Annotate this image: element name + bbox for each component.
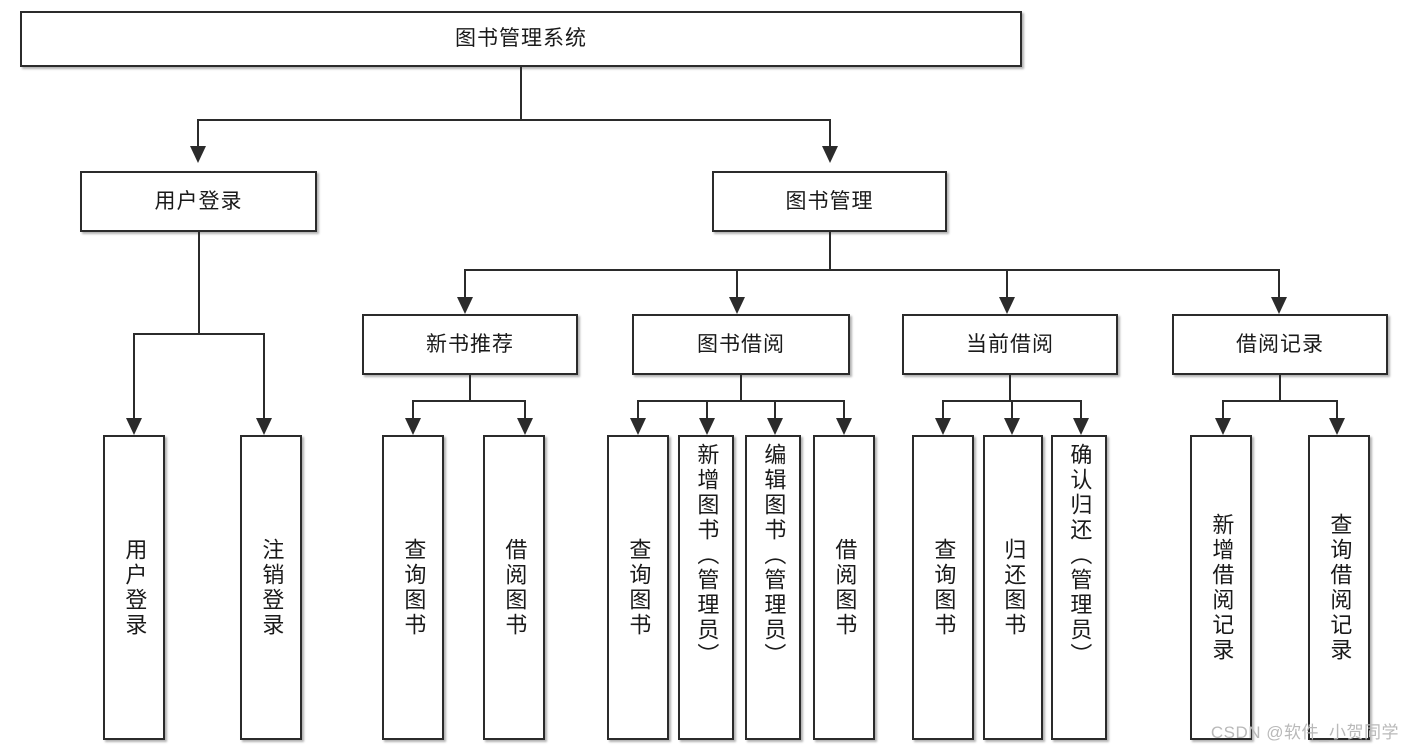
connector-record-stem [1279,375,1281,400]
leaf-query-book-current[interactable]: 查询图书 [912,435,974,740]
connector-bookmanage-bus [464,269,1280,271]
node-label: 借阅记录 [1236,332,1324,356]
connector-borrow-drop-2 [706,400,708,418]
node-book-manage[interactable]: 图书管理 [712,171,947,232]
node-user-login[interactable]: 用户登录 [80,171,317,232]
arrow-to-leaf-query-record [1329,418,1345,435]
leaf-edit-book-admin[interactable]: 编辑图书（管理员） [745,435,801,740]
connector-userlogin-drop-2 [263,333,265,418]
leaf-borrow-book[interactable]: 借阅图书 [813,435,875,740]
node-book-borrow[interactable]: 图书借阅 [632,314,850,375]
node-label: 图书管理系统 [455,27,587,51]
arrow-to-leaf-return-book [1004,418,1020,435]
connector-bookmanage-drop-1 [464,269,466,297]
node-label: 图书借阅 [697,332,785,356]
arrow-to-leaf-borrow-book-1 [517,418,533,435]
node-label: 新增借阅记录 [1209,512,1235,663]
arrow-to-leaf-logout [256,418,272,435]
node-label: 注销登录 [259,537,285,638]
arrow-to-leaf-user-login [126,418,142,435]
node-label: 查询图书 [401,537,427,638]
node-label: 用户登录 [154,189,243,213]
connector-borrow-bus [637,400,845,402]
connector-recommend-bus [412,400,526,402]
connector-borrow-stem [740,375,742,400]
arrow-to-book-manage [822,146,838,163]
connector-recommend-drop-2 [524,400,526,418]
leaf-confirm-return-admin[interactable]: 确认归还（管理员） [1051,435,1107,740]
leaf-user-login[interactable]: 用户登录 [103,435,165,740]
connector-userlogin-drop-1 [133,333,135,418]
connector-userlogin-stem [198,232,200,333]
node-label: 归还图书 [1001,537,1027,638]
connector-bookmanage-drop-3 [1006,269,1008,297]
node-label: 图书管理 [785,189,874,213]
node-label: 查询图书 [931,537,957,638]
leaf-query-borrow-record[interactable]: 查询借阅记录 [1308,435,1370,740]
leaf-add-book-admin[interactable]: 新增图书（管理员） [678,435,734,740]
connector-root-drop-left [197,119,199,146]
connector-root-stem [520,67,522,119]
node-label: 查询图书 [626,537,652,638]
leaf-query-book-recommend[interactable]: 查询图书 [382,435,444,740]
arrow-to-user-login [190,146,206,163]
connector-recommend-stem [469,375,471,400]
node-new-book-recommend[interactable]: 新书推荐 [362,314,578,375]
node-label: 编辑图书（管理员） [761,443,787,668]
connector-borrow-drop-1 [637,400,639,418]
node-label: 用户登录 [122,537,148,638]
node-label: 新书推荐 [426,332,514,356]
node-label: 查询借阅记录 [1327,512,1353,663]
connector-record-drop-1 [1222,400,1224,418]
arrow-to-leaf-add-record [1215,418,1231,435]
node-label: 当前借阅 [966,332,1054,356]
connector-borrow-drop-4 [843,400,845,418]
arrow-to-book-borrow [729,297,745,314]
arrow-to-leaf-query-book-2 [630,418,646,435]
arrow-to-leaf-query-book-3 [935,418,951,435]
connector-bookmanage-drop-4 [1278,269,1280,297]
connector-root-drop-right [829,119,831,146]
connector-record-drop-2 [1336,400,1338,418]
leaf-query-book-borrow[interactable]: 查询图书 [607,435,669,740]
node-root-system[interactable]: 图书管理系统 [20,11,1022,67]
node-label: 借阅图书 [832,537,858,638]
arrow-to-leaf-confirm-return [1073,418,1089,435]
connector-bookmanage-drop-2 [736,269,738,297]
node-borrow-record[interactable]: 借阅记录 [1172,314,1388,375]
connector-current-drop-2 [1011,400,1013,418]
leaf-borrow-book-recommend[interactable]: 借阅图书 [483,435,545,740]
node-label: 确认归还（管理员） [1067,443,1093,668]
arrow-to-leaf-borrow-book-2 [836,418,852,435]
arrow-to-new-book-recommend [457,297,473,314]
leaf-add-borrow-record[interactable]: 新增借阅记录 [1190,435,1252,740]
leaf-logout[interactable]: 注销登录 [240,435,302,740]
connector-bookmanage-stem [829,232,831,269]
node-current-borrow[interactable]: 当前借阅 [902,314,1118,375]
connector-recommend-drop-1 [412,400,414,418]
leaf-return-book[interactable]: 归还图书 [983,435,1043,740]
arrow-to-leaf-query-book-1 [405,418,421,435]
connector-root-bus [197,119,831,121]
arrow-to-leaf-add-book [699,418,715,435]
arrow-to-leaf-edit-book [767,418,783,435]
node-label: 借阅图书 [502,537,528,638]
arrow-to-borrow-record [1271,297,1287,314]
arrow-to-current-borrow [999,297,1015,314]
connector-current-stem [1009,375,1011,400]
connector-current-drop-3 [1080,400,1082,418]
connector-record-bus [1222,400,1338,402]
connector-borrow-drop-3 [774,400,776,418]
connector-current-drop-1 [942,400,944,418]
csdn-watermark: CSDN @软件_小贺同学 [1210,723,1399,742]
connector-userlogin-bus [133,333,265,335]
node-label: 新增图书（管理员） [694,443,720,668]
